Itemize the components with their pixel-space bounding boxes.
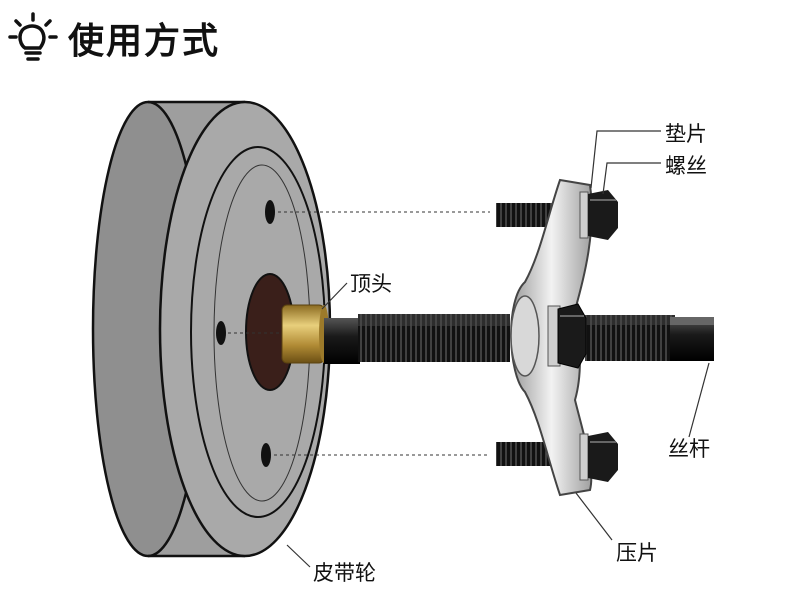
- label-threaded-rod: 丝杆: [668, 437, 710, 461]
- bolt-hole-top: [265, 200, 275, 224]
- bottom-screw: [579, 432, 618, 482]
- bolt-hole-middle: [216, 321, 226, 345]
- threaded-rod: [324, 314, 714, 364]
- center-nut: [547, 303, 587, 369]
- label-screw: 螺丝: [665, 154, 707, 178]
- bolt-hole-bottom: [261, 443, 271, 467]
- label-washer: 垫片: [665, 122, 707, 146]
- leader-lines: [286, 130, 710, 568]
- pulley: [91, 100, 332, 558]
- label-ejector-tip: 顶头: [350, 272, 392, 296]
- top-screw: [579, 190, 618, 240]
- guide-lines: [228, 211, 490, 456]
- header: 使用方式: [8, 12, 220, 64]
- label-pressure-plate: 压片: [616, 541, 658, 565]
- label-pulley: 皮带轮: [313, 561, 376, 585]
- page-title: 使用方式: [68, 21, 221, 62]
- ejector-tip: [281, 304, 329, 364]
- lightbulb-icon: [8, 12, 58, 61]
